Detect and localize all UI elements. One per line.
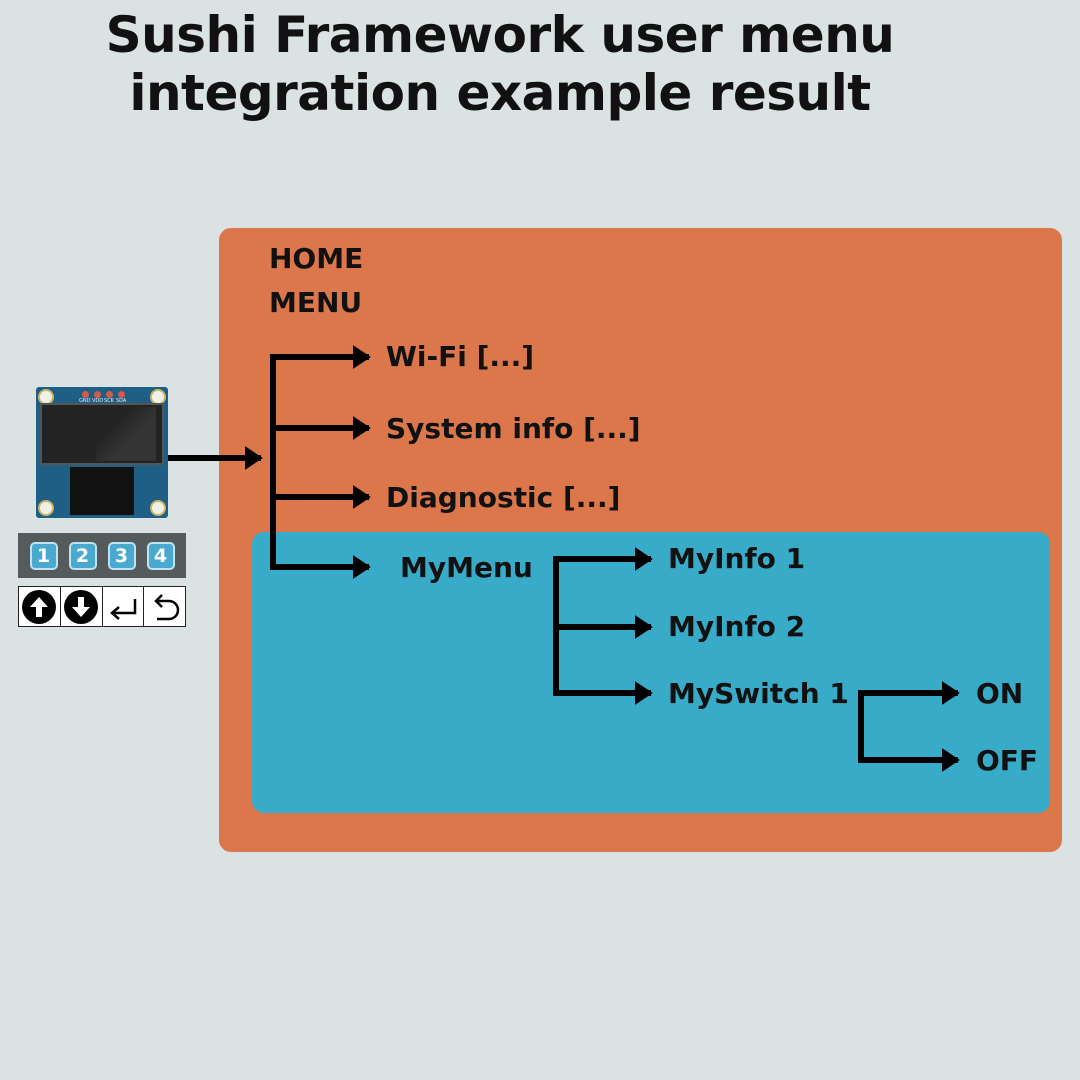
submenu-item-myinfo1: MyInfo 1 [668,542,806,575]
enter-icon [109,598,137,620]
number-keypad: 1 2 3 4 [18,533,186,578]
down-button[interactable] [61,587,103,626]
pin-label: VDD [92,398,104,404]
navigation-keypad [18,586,186,627]
up-arrow-icon [22,589,57,624]
pin-icon [82,391,89,398]
menu-item-diagnostic: Diagnostic [...] [386,481,621,514]
title-line-1: Sushi Framework user menu [105,6,895,64]
page-title: Sushi Framework user menu integration ex… [0,6,1000,122]
key-3-button[interactable]: 3 [107,541,136,570]
pin-label: SCK [104,398,114,404]
down-arrow-icon [64,589,99,624]
switch-option-on: ON [976,677,1024,710]
pin-icon [94,391,101,398]
up-button[interactable] [19,587,61,626]
key-4-button[interactable]: 4 [146,541,175,570]
pin-label: SDA [116,398,127,404]
submenu-item-myinfo2: MyInfo 2 [668,610,806,643]
home-label-line-2: MENU [269,286,363,319]
oled-screen [40,403,164,465]
title-line-2: integration example result [129,64,871,122]
submenu-item-myswitch1: MySwitch 1 [668,677,849,710]
menu-item-wifi: Wi-Fi [...] [386,340,535,373]
menu-item-system-info: System info [...] [386,412,641,445]
enter-button[interactable] [103,587,145,626]
key-1-button[interactable]: 1 [29,541,58,570]
mymenu-panel [252,532,1050,813]
pin-icon [118,391,125,398]
key-2-button[interactable]: 2 [68,541,97,570]
switch-option-off: OFF [976,744,1039,777]
mount-hole-icon [38,500,54,516]
back-icon [153,593,179,620]
ribbon-cable [70,467,134,515]
home-label-line-1: HOME [269,242,364,275]
menu-item-mymenu: MyMenu [400,551,533,584]
pin-label: GND [79,398,91,404]
pin-icon [106,391,113,398]
mount-hole-icon [150,500,166,516]
oled-display-module: GND VDD SCK SDA [36,387,168,518]
back-button[interactable] [144,587,185,626]
